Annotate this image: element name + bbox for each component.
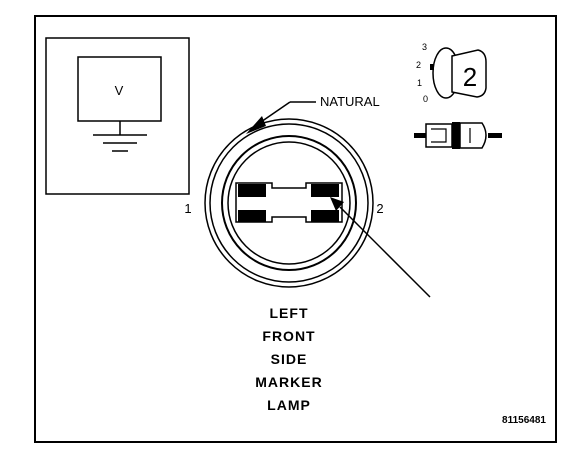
caption-line-1: LEFT: [270, 305, 309, 321]
ground-icon: [93, 134, 147, 152]
pin-2-label: 2: [376, 201, 383, 216]
key-position-2: 2: [416, 60, 421, 70]
key-number: 2: [463, 62, 477, 92]
terminal-2-lower: [311, 210, 339, 222]
caption-line-3: SIDE: [271, 351, 308, 367]
caption-line-2: FRONT: [262, 328, 315, 344]
terminal-1-upper: [238, 184, 266, 197]
terminal-1-lower: [238, 210, 266, 222]
caption-line-4: MARKER: [255, 374, 322, 390]
component-caption: LEFT FRONT SIDE MARKER LAMP: [255, 305, 322, 413]
terminal-pointer: [330, 197, 431, 298]
meter-symbol-label: V: [115, 83, 124, 98]
color-callout: NATURAL: [246, 94, 380, 134]
key-position-1: 1: [417, 78, 422, 88]
key-icon: 3 2 1 0 2: [414, 42, 502, 149]
caption-line-5: LAMP: [267, 397, 311, 413]
figure-id: 81156481: [502, 415, 546, 426]
voltmeter-symbol: V: [45, 37, 190, 195]
key-position-labels: 3 2 1 0: [416, 42, 428, 104]
connector-face: [204, 118, 374, 288]
key-position-3: 3: [422, 42, 427, 52]
key-position-0: 0: [423, 94, 428, 104]
terminal-2-upper: [311, 184, 339, 197]
pin-1-label: 1: [184, 201, 191, 216]
connector-color-label: NATURAL: [320, 94, 380, 109]
terminal-cavity: [235, 182, 343, 223]
